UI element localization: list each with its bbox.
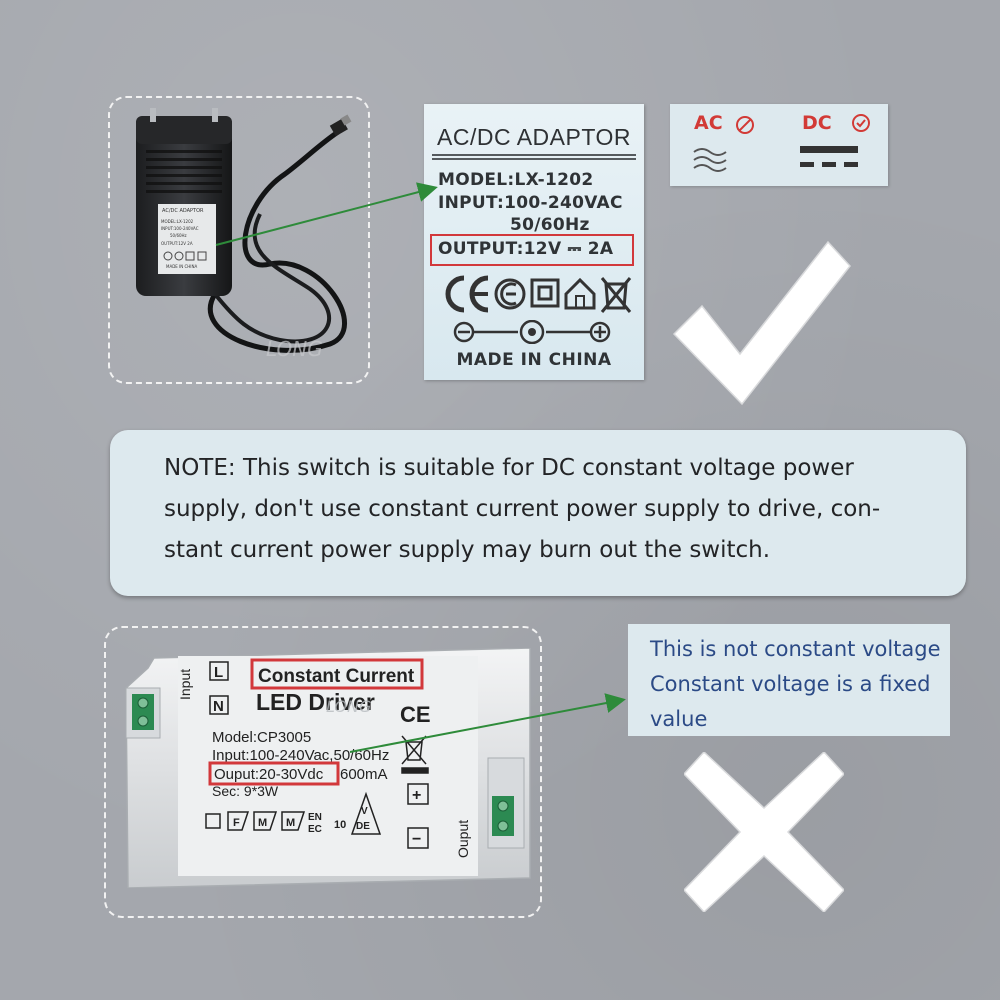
weee-bin-icon <box>600 277 632 313</box>
rohs-circle-icon <box>494 278 526 310</box>
adaptor-label-card: AC/DC ADAPTOR MODEL:LX-1202 INPUT:100-24… <box>424 104 644 380</box>
cross-mark-icon <box>684 752 844 912</box>
ac-wave-icon <box>693 148 727 172</box>
cert-10: 10 <box>334 819 346 831</box>
polarity-icon <box>453 320 611 344</box>
sticker-line: AC/DC ADAPTOR <box>162 208 204 214</box>
driver-model: Model:CP3005 <box>212 729 311 746</box>
ce-mark-icon <box>445 275 489 313</box>
watermark-text: LONG <box>326 697 371 716</box>
power-adapter-photo: AC/DC ADAPTOR MODEL:LX-1202 INPUT:100-24… <box>136 108 352 361</box>
plus-terminal-box <box>407 783 429 805</box>
cert-de: DE <box>356 821 370 832</box>
adaptor-output: OUTPUT:12V ⎓ 2A <box>438 239 614 259</box>
indoor-use-icon <box>564 277 596 310</box>
certification-icons <box>445 275 632 313</box>
cert-m-2: M <box>286 817 295 829</box>
adaptor-frequency: 50/60Hz <box>510 215 590 235</box>
cert-en-1: EN <box>308 812 322 823</box>
output-voltage-highlight-box <box>208 761 340 786</box>
dc-symbol-icon <box>800 146 858 167</box>
callout-line: value <box>650 707 708 731</box>
callout-line: This is not constant voltage <box>650 637 941 661</box>
callout-panel: This is not constant voltage Constant vo… <box>628 624 950 736</box>
callout-line: Constant voltage is a fixed <box>650 672 931 696</box>
double-insulation-icon <box>530 278 560 308</box>
led-driver-photo: Input L N Constant Current LED Driver CE… <box>125 648 531 888</box>
cert-v: V <box>361 806 368 817</box>
sticker-line: MADE IN CHINA <box>166 264 197 269</box>
driver-photo-frame <box>104 626 542 918</box>
sticker-line: INPUT:100-240VAC <box>161 226 199 231</box>
check-circle-icon <box>852 114 870 132</box>
adaptor-label-title: AC/DC ADAPTOR <box>437 124 631 150</box>
cert-f: F <box>233 817 240 829</box>
note-line: stant current power supply may burn out … <box>164 537 771 563</box>
note-line: supply, don't use constant current power… <box>164 496 881 522</box>
adaptor-made-in: MADE IN CHINA <box>456 350 612 370</box>
driver-input-label: Input <box>177 669 193 700</box>
cert-m-1: M <box>258 817 267 829</box>
sticker-line: 50/60Hz <box>170 233 187 238</box>
adaptor-input: INPUT:100-240VAC <box>438 193 623 213</box>
driver-heading-1: Constant Current <box>258 666 415 687</box>
driver-certification-icons: F M M EN EC 10 V DE <box>205 791 382 835</box>
cert-en-2: EC <box>308 824 322 835</box>
adaptor-model: MODEL:LX-1202 <box>438 170 594 190</box>
constant-current-highlight-box <box>250 658 424 690</box>
sticker-line: MODEL:LX-1202 <box>161 219 194 224</box>
minus-terminal-box <box>407 827 429 849</box>
prohibited-icon <box>736 116 754 134</box>
callout-text: This is not constant voltage Constant vo… <box>650 632 941 737</box>
ac-dc-symbol-card: AC DC <box>670 104 888 186</box>
label-divider <box>432 158 636 160</box>
terminal-n: N <box>213 698 224 715</box>
terminal-n-box <box>209 695 229 715</box>
driver-output: Ouput:20-30Vdc <box>214 766 324 783</box>
terminal-l-box <box>209 661 229 681</box>
label-divider <box>432 154 636 156</box>
terminal-l: L <box>214 664 223 681</box>
driver-sec: Sec: 9*3W <box>212 783 279 799</box>
check-mark-icon <box>672 240 851 406</box>
note-text: NOTE: This switch is suitable for DC con… <box>164 448 924 571</box>
driver-ce-mark: CE <box>400 702 431 727</box>
driver-current: 600mA <box>340 766 388 783</box>
driver-output-label: Ouput <box>455 820 471 858</box>
output-highlight-box <box>430 234 634 266</box>
driver-input: Input:100-240Vac,50/60Hz <box>212 747 389 764</box>
sticker-line: OUTPUT:12V 2A <box>161 241 193 246</box>
note-line: NOTE: This switch is suitable for DC con… <box>164 455 854 481</box>
ac-label: AC <box>694 112 723 134</box>
note-panel: NOTE: This switch is suitable for DC con… <box>110 430 966 596</box>
dc-label: DC <box>802 112 832 134</box>
minus-sign: − <box>412 831 421 848</box>
plus-sign: + <box>412 787 421 804</box>
watermark-text: LONG <box>266 337 323 361</box>
